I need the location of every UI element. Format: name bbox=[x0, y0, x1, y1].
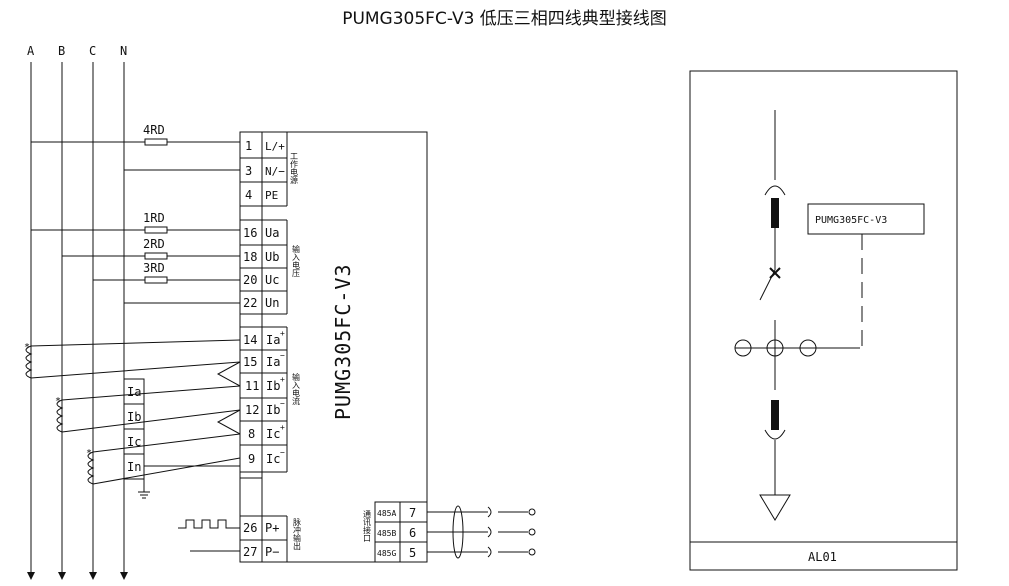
terminal-num: 9 bbox=[248, 452, 255, 466]
panel-device-label: PUMG305FC-V3 bbox=[815, 215, 887, 226]
ct-label-ib: Ib bbox=[127, 410, 141, 424]
terminal-sup: + bbox=[280, 423, 285, 432]
terminal-sig: Ic bbox=[266, 427, 280, 441]
phase-label-c: C bbox=[89, 44, 96, 58]
terminal-num: 14 bbox=[243, 333, 257, 347]
ct-coil-a bbox=[25, 345, 33, 379]
terminal-sig: Uc bbox=[265, 273, 279, 287]
fuse-label-1rd: 1RD bbox=[143, 211, 165, 225]
terminal-sig: Ua bbox=[265, 226, 279, 240]
terminal-sup: − bbox=[280, 399, 285, 408]
terminal-sig: 485A bbox=[377, 509, 396, 518]
panel-footer-label: AL01 bbox=[808, 550, 837, 564]
terminal-sig: Ic bbox=[266, 452, 280, 466]
terminal-num: 8 bbox=[248, 427, 255, 441]
terminal-num: 27 bbox=[243, 545, 257, 559]
terminal-num: 11 bbox=[245, 379, 259, 393]
ct-label-ia: Ia bbox=[127, 385, 141, 399]
group-label-voltage: 输入电压 bbox=[292, 244, 301, 278]
group-label-comm: 通讯接口 bbox=[363, 509, 372, 542]
single-line-panel bbox=[689, 70, 958, 571]
terminal-sig: P+ bbox=[265, 521, 279, 535]
terminal-sig: Ib bbox=[266, 379, 280, 393]
pulse-waveform bbox=[178, 519, 240, 529]
device-model-label: PUMG305FC-V3 bbox=[331, 264, 355, 421]
terminal-sup: − bbox=[280, 448, 285, 457]
phase-label-b: B bbox=[58, 44, 65, 58]
terminal-num: 4 bbox=[245, 188, 252, 202]
terminal-num: 5 bbox=[409, 546, 416, 560]
fuse-label-2rd: 2RD bbox=[143, 237, 165, 251]
ct-coil-c bbox=[87, 451, 95, 485]
terminal-num: 1 bbox=[245, 139, 252, 153]
terminal-num: 12 bbox=[245, 403, 259, 417]
group-label-power: 工作电源 bbox=[290, 152, 299, 185]
terminal-num: 22 bbox=[243, 296, 257, 310]
terminal-num: 15 bbox=[243, 355, 257, 369]
terminal-sig: N/− bbox=[265, 165, 285, 178]
terminal-sup: − bbox=[280, 351, 285, 360]
terminal-num: 16 bbox=[243, 226, 257, 240]
ct-label-in: In bbox=[127, 460, 141, 474]
phase-label-n: N bbox=[120, 44, 127, 58]
terminal-sig: 485B bbox=[377, 529, 396, 538]
terminal-sig: Un bbox=[265, 296, 279, 310]
phase-label-a: A bbox=[27, 44, 35, 58]
ct-mark-a: * bbox=[24, 342, 30, 353]
terminal-sig: Ia bbox=[266, 355, 280, 369]
ct-mark-b: * bbox=[55, 396, 61, 407]
terminal-sig: P− bbox=[265, 545, 279, 559]
terminal-sig: Ub bbox=[265, 250, 279, 264]
terminal-sig: PE bbox=[265, 189, 278, 202]
terminal-sup: + bbox=[280, 375, 285, 384]
terminal-sig: L/+ bbox=[265, 140, 285, 153]
page-title: PUMG305FC-V3 低压三相四线典型接线图 bbox=[342, 9, 667, 29]
ct-mark-c: * bbox=[86, 448, 92, 459]
terminal-num: 3 bbox=[245, 164, 252, 178]
fuse-label-3rd: 3RD bbox=[143, 261, 165, 275]
terminal-sig: Ia bbox=[266, 333, 280, 347]
ct-coil-b bbox=[56, 399, 64, 433]
terminal-sig: 485G bbox=[377, 549, 396, 558]
terminal-num: 20 bbox=[243, 273, 257, 287]
terminal-num: 26 bbox=[243, 521, 257, 535]
terminal-sig: Ib bbox=[266, 403, 280, 417]
fuse-label-4rd: 4RD bbox=[143, 123, 165, 137]
ct-label-ic: Ic bbox=[127, 435, 141, 449]
terminal-num: 7 bbox=[409, 506, 416, 520]
terminal-num: 18 bbox=[243, 250, 257, 264]
group-label-current: 输入电流 bbox=[292, 372, 301, 406]
group-label-pulse: 脉冲输出 bbox=[293, 517, 302, 551]
device-box bbox=[239, 131, 428, 563]
terminal-sup: + bbox=[280, 329, 285, 338]
terminal-num: 6 bbox=[409, 526, 416, 540]
